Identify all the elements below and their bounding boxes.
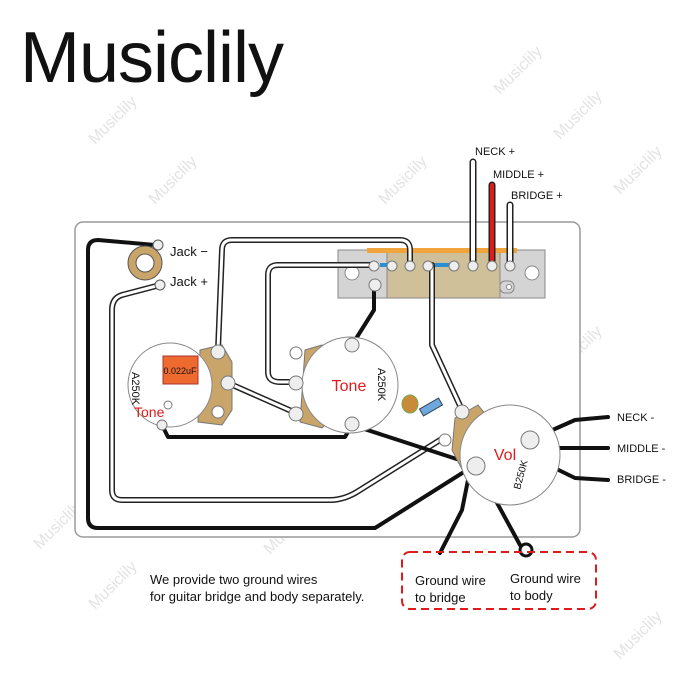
svg-text:Tone: Tone xyxy=(332,378,367,395)
svg-text:0.022uF: 0.022uF xyxy=(163,366,197,376)
ground-callout-box xyxy=(401,551,597,610)
svg-text:Musiclily: Musiclily xyxy=(551,88,606,143)
svg-text:Musiclily: Musiclily xyxy=(146,153,201,208)
note-line-2: for guitar bridge and body separately. xyxy=(150,589,364,604)
capacitor xyxy=(162,355,199,385)
body-ground-label-2: to body xyxy=(510,588,553,603)
svg-text:Musiclily: Musiclily xyxy=(86,558,141,613)
svg-text:A250K: A250K xyxy=(129,372,141,406)
ground-ring-terminal xyxy=(518,542,534,558)
svg-text:Musiclily: Musiclily xyxy=(611,143,666,198)
volume-pot: Vol B250K xyxy=(401,394,561,506)
label-bridge-plus: BRIDGE + xyxy=(511,190,563,202)
bridge-ground-label-1: Ground wire xyxy=(415,573,486,588)
svg-text:Tone: Tone xyxy=(134,404,165,420)
label-middle-plus: MIDDLE + xyxy=(493,169,544,181)
brand-title: Musiclily xyxy=(20,18,284,98)
pickup-hot-wires xyxy=(469,158,514,269)
output-jack xyxy=(127,239,166,291)
label-bridge-minus: BRIDGE - xyxy=(617,474,666,486)
bridge-ground-label-2: to bridge xyxy=(415,590,466,605)
svg-text:Musiclily: Musiclily xyxy=(491,43,546,98)
treble-bleed-resistor xyxy=(418,397,444,417)
signal-wires xyxy=(109,237,465,503)
svg-text:Musiclily: Musiclily xyxy=(611,608,666,663)
label-jack-minus: Jack − xyxy=(170,244,208,259)
treble-bleed-capacitor xyxy=(401,394,419,414)
svg-text:Musiclily: Musiclily xyxy=(376,153,431,208)
label-middle-minus: MIDDLE - xyxy=(617,443,666,455)
note-line-1: We provide two ground wires xyxy=(150,572,318,587)
tone-pot-1: 0.022uF A250K Tone xyxy=(127,342,236,431)
label-jack-plus: Jack + xyxy=(170,274,208,289)
svg-text:Musiclily: Musiclily xyxy=(86,93,141,148)
body-ground-label-1: Ground wire xyxy=(510,571,581,586)
switch-lugs xyxy=(368,260,516,292)
ground-wires xyxy=(86,238,610,555)
label-neck-plus: NECK + xyxy=(475,146,515,158)
label-neck-minus: NECK - xyxy=(617,412,655,424)
pickup-selector-switch xyxy=(337,248,546,299)
svg-text:Vol: Vol xyxy=(494,447,516,464)
tone-pot-2: Tone A250K xyxy=(288,336,399,434)
svg-text:A250K: A250K xyxy=(375,368,387,402)
